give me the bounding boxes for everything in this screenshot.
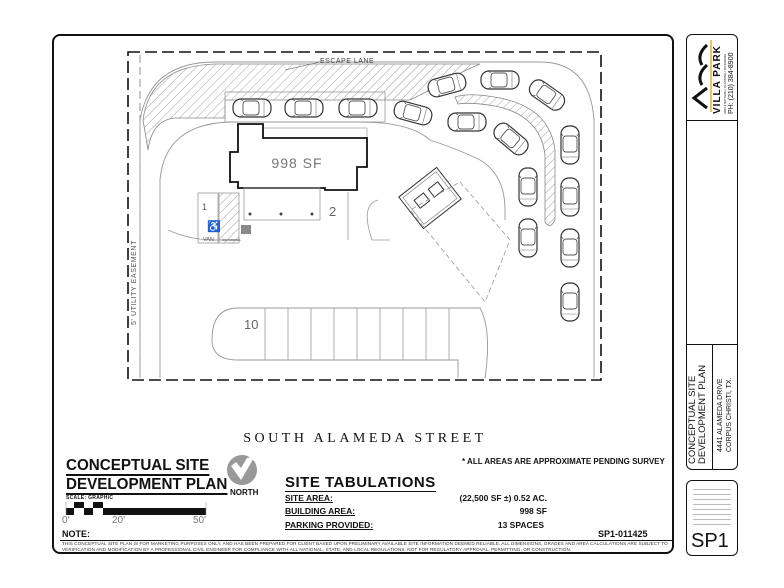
address-line1: 4441 ALAMEDA DRIVE [717, 378, 724, 452]
car [525, 76, 569, 114]
sheet-code: SP1-011425 [598, 529, 648, 539]
villa-park-logo [691, 43, 709, 110]
car [284, 98, 324, 118]
plan-title-line2: DEVELOPMENT PLAN [66, 476, 228, 495]
tab-value-site-area: (22,500 SF ±) 0.52 AC. [459, 493, 548, 503]
parking-count-10: 10 [244, 317, 258, 332]
tab-value-building-area: 998 SF [519, 506, 547, 516]
car [232, 98, 272, 118]
building-area-label: 998 SF [271, 155, 322, 171]
scale-tick: 0' [62, 515, 70, 526]
car [338, 98, 378, 118]
disclaimer: THIS CONCEPTUAL SITE PLAN IS FOR MARKETI… [62, 541, 668, 552]
north-arrow-icon [227, 455, 257, 485]
car [490, 119, 532, 159]
accessible-icon: ♿ [207, 220, 221, 233]
property-line [127, 51, 602, 381]
island-hatch [454, 94, 556, 226]
drawing-border [52, 34, 674, 554]
graphic-scale [65, 502, 207, 515]
address-line2: CORPUS CHRISTI, TX. [726, 377, 733, 452]
street-name: SOUTH ALAMEDA STREET [243, 431, 487, 446]
project-title: CONCEPTUAL SITE DEVELOPMENT PLAN [687, 364, 708, 464]
car [447, 112, 487, 132]
car [391, 98, 435, 128]
firm-tagline: ARCHITECTURE / PLANNING / INTERIORS [723, 53, 727, 114]
tab-label-site-area: SITE AREA: [285, 493, 333, 503]
tabulations-title: SITE TABULATIONS [285, 474, 436, 492]
no-parking-label: NO PARKING [222, 238, 241, 242]
car [518, 167, 538, 207]
project-title-line2: DEVELOPMENT PLAN [697, 364, 708, 464]
car [518, 218, 538, 258]
building-footprint [229, 123, 368, 191]
utility-easement-label: 5' UTILITY EASEMENT [131, 240, 138, 325]
kiosk-structure [398, 166, 462, 230]
scale-tick: 50' [193, 515, 207, 526]
note-label: NOTE: [62, 529, 90, 539]
project-address: 4441 ALAMEDA DRIVE CORPUS CHRISTI, TX. [716, 377, 734, 452]
van-label: VAN [203, 237, 214, 243]
tab-label-parking: PARKING PROVIDED: [285, 520, 374, 530]
sheet-number-block: SP1 [686, 480, 738, 556]
car [560, 282, 580, 322]
parking-count-2: 2 [329, 204, 336, 219]
scale-tick: 20' [112, 515, 126, 526]
tab-label-building-area: BUILDING AREA: [285, 506, 356, 516]
logo-accent [710, 40, 712, 112]
tab-value-parking: 13 SPACES [497, 520, 544, 530]
survey-note: * ALL AREAS ARE APPROXIMATE PENDING SURV… [462, 457, 665, 466]
north-label: NORTH [230, 488, 259, 497]
firm-phone: PH: (210) 384-8900 [728, 52, 735, 114]
car [480, 70, 520, 90]
car [560, 125, 580, 165]
scale-label: SCALE: GRAPHIC [66, 495, 114, 501]
accessible-stall-number: 1 [202, 202, 207, 212]
plan-title-line1: CONCEPTUAL SITE [66, 457, 210, 476]
car [560, 228, 580, 268]
firm-name: VILLA PARK [712, 45, 723, 114]
escape-lane-label: ESCAPE LANE [320, 58, 374, 65]
sheet-number: SP1 [691, 530, 729, 552]
car [560, 177, 580, 217]
